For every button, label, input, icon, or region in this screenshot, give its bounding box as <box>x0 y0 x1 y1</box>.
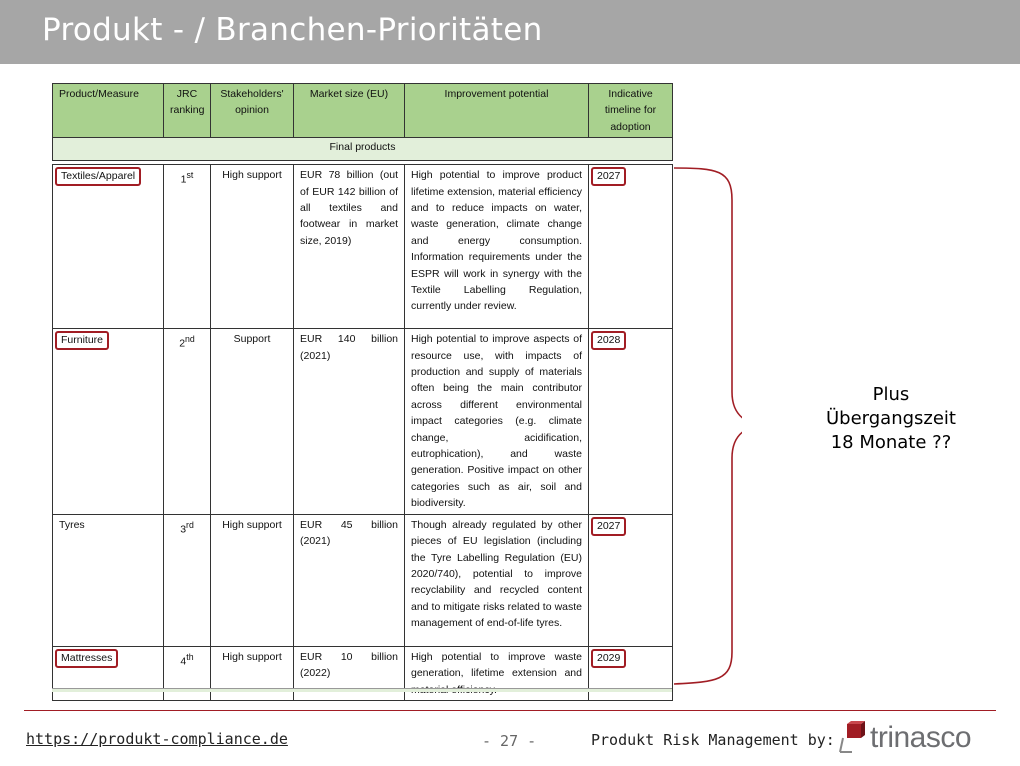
table-bottom-strip <box>52 688 672 692</box>
potential-cell: High potential to improve waste generati… <box>404 645 589 701</box>
market-size-cell: EUR 140 billion (2021) <box>293 328 405 515</box>
potential-cell: High potential to improve aspects of res… <box>404 328 589 515</box>
trinasco-logo-icon <box>839 721 865 753</box>
header-potential: Improvement potential <box>404 82 589 139</box>
market-size-cell: EUR 45 billion (2021) <box>293 513 405 647</box>
opinion-cell: High support <box>210 645 294 701</box>
table-row: Textiles/Apparel 1st High support EUR 78… <box>52 164 673 330</box>
potential-cell: Though already regulated by other pieces… <box>404 513 589 647</box>
header-product: Product/Measure <box>52 82 164 139</box>
market-size-cell: EUR 10 billion (2022) <box>293 645 405 701</box>
header-market-size: Market size (EU) <box>293 82 405 139</box>
priority-table: Product/Measure JRC ranking Stakeholders… <box>52 82 673 701</box>
header-opinion: Stakeholders' opinion <box>210 82 294 139</box>
timeline-value: 2027 <box>591 516 627 536</box>
title-bar: Produkt - / Branchen-Prioritäten <box>0 0 1020 64</box>
timeline-value: 2028 <box>591 331 627 351</box>
timeline-value: 2027 <box>591 167 627 187</box>
product-name: Furniture <box>55 331 110 351</box>
footer-divider <box>24 710 996 711</box>
header-ranking: JRC ranking <box>163 82 211 139</box>
table-row: Furniture 2nd Support EUR 140 billion (2… <box>52 328 673 515</box>
curly-brace-icon <box>673 167 742 685</box>
table-header-row: Product/Measure JRC ranking Stakeholders… <box>52 82 673 139</box>
page-number: - 27 - <box>482 732 537 750</box>
section-label: Final products <box>52 137 673 162</box>
timeline-value: 2029 <box>591 648 627 668</box>
rank-cell: 4th <box>163 645 211 701</box>
table-row: Mattresses 4th High support EUR 10 billi… <box>52 645 673 701</box>
rank-cell: 2nd <box>163 328 211 515</box>
opinion-cell: High support <box>210 164 294 330</box>
section-row: Final products <box>52 137 673 162</box>
product-name: Textiles/Apparel <box>55 167 142 187</box>
footer-url-link[interactable]: https://produkt-compliance.de <box>26 730 288 748</box>
transition-note: Plus Übergangszeit 18 Monate ?? <box>806 383 976 455</box>
note-line-1: Plus <box>872 384 910 405</box>
product-name: Mattresses <box>55 648 119 668</box>
slide-title: Produkt - / Branchen-Prioritäten <box>42 12 543 48</box>
footer-credit: Produkt Risk Management by: <box>591 731 835 749</box>
table-row: Tyres 3rd High support EUR 45 billion (2… <box>52 513 673 647</box>
note-line-3: 18 Monate ?? <box>830 432 952 453</box>
header-timeline: Indicative timeline for adoption <box>588 82 673 139</box>
potential-cell: High potential to improve product lifeti… <box>404 164 589 330</box>
note-line-2: Übergangszeit <box>825 408 956 429</box>
rank-cell: 1st <box>163 164 211 330</box>
trinasco-wordmark: trinasco <box>870 721 972 754</box>
opinion-cell: Support <box>210 328 294 515</box>
opinion-cell: High support <box>210 513 294 647</box>
rank-cell: 3rd <box>163 513 211 647</box>
product-name: Tyres <box>52 513 164 647</box>
market-size-cell: EUR 78 billion (out of EUR 142 billion o… <box>293 164 405 330</box>
